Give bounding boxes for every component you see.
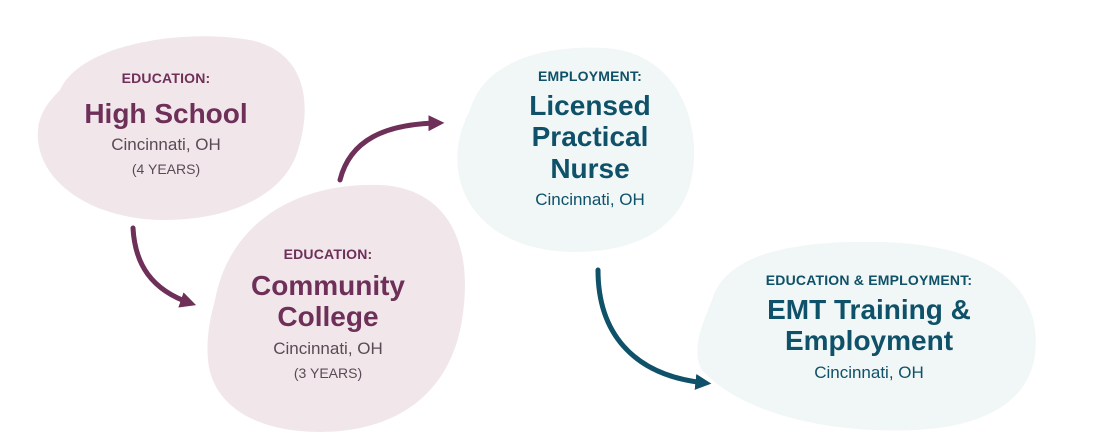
community-college-title-line-1: Community — [251, 270, 405, 301]
lpn-title-line-2: Practical — [531, 121, 649, 153]
lpn-title-line-1: Licensed — [529, 90, 651, 121]
high-school-location: Cincinnati, OH — [111, 135, 221, 155]
lpn-category: EMPLOYMENT: — [537, 68, 643, 84]
community-college-location: Cincinnati, OH — [273, 338, 383, 358]
emt-category: EDUCATION & EMPLOYMENT: — [765, 272, 973, 288]
emt-location: Cincinnati, OH — [814, 362, 924, 382]
community-college-node: EDUCATION: Community College Cincinnati,… — [228, 246, 428, 381]
emt-node: EDUCATION & EMPLOYMENT: EMT Training & E… — [734, 272, 1004, 383]
community-college-duration: (3 YEARS) — [293, 364, 363, 381]
high-school-duration: (4 YEARS) — [131, 161, 201, 178]
lpn-blob — [457, 47, 694, 252]
arrow-high-school-to-community-college — [130, 225, 197, 308]
high-school-blob — [37, 36, 305, 221]
high-school-category: EDUCATION: — [121, 70, 211, 86]
lpn-title-line-3: Nurse — [550, 152, 630, 184]
high-school-node: EDUCATION: High School Cincinnati, OH (4… — [66, 70, 266, 177]
emt-title-line-2: Employment — [784, 325, 954, 357]
emt-title-line-1: EMT Training & — [767, 294, 971, 325]
lpn-node: EMPLOYMENT: Licensed Practical Nurse Cin… — [490, 68, 690, 210]
emt-blob — [697, 241, 1036, 431]
lpn-location: Cincinnati, OH — [535, 190, 645, 210]
arrow-community-college-to-lpn — [337, 115, 445, 183]
high-school-title: High School — [84, 98, 248, 129]
community-college-category: EDUCATION: — [283, 246, 373, 262]
arrow-lpn-to-emt — [595, 267, 712, 390]
community-college-blob — [207, 184, 465, 432]
community-college-title-line-2: College — [277, 301, 379, 333]
